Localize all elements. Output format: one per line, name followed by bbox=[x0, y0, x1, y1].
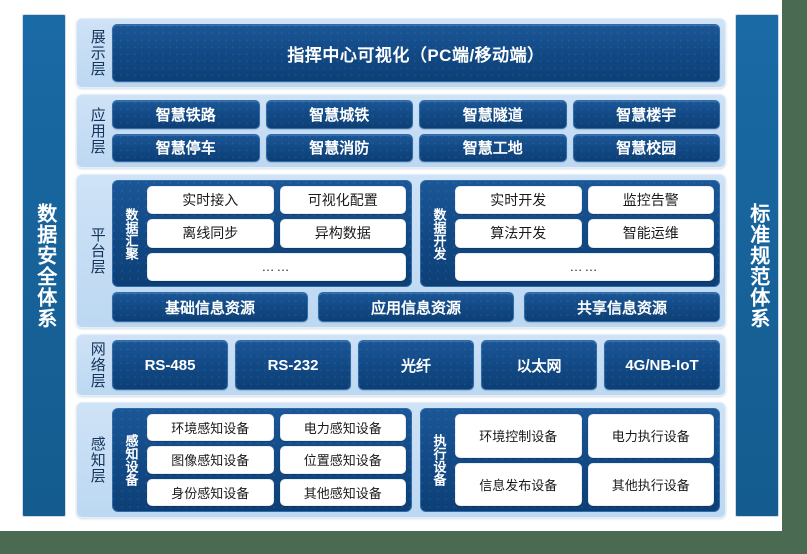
actuator-item-power-execution[interactable]: 电力执行设备 bbox=[587, 414, 714, 458]
layer-application-body: 智慧铁路 智慧城铁 智慧隧道 智慧楼宇 智慧停车 智慧消防 智慧工地 智慧校园 bbox=[112, 100, 720, 162]
development-item-monitoring-alarm[interactable]: 监控告警 bbox=[587, 186, 714, 215]
development-item-intelligent-ops[interactable]: 智能运维 bbox=[587, 219, 714, 248]
resource-item-application-information[interactable]: 应用信息资源 bbox=[318, 292, 514, 322]
actuator-row-1: 环境控制设备 电力执行设备 bbox=[455, 414, 714, 458]
perception-group-sensing-devices: 感知设备 环境感知设备 电力感知设备 图像感知设备 位置感知设备 bbox=[112, 408, 412, 512]
aggregation-item-realtime-ingest[interactable]: 实时接入 bbox=[147, 186, 274, 215]
aggregation-row-3: …… bbox=[147, 252, 406, 281]
aggregation-item-heterogeneous-data[interactable]: 异构数据 bbox=[279, 219, 406, 248]
application-item-smart-construction[interactable]: 智慧工地 bbox=[419, 133, 567, 162]
network-item-4g-nbiot[interactable]: 4G/NB-IoT bbox=[604, 340, 720, 390]
aggregation-row-2: 离线同步 异构数据 bbox=[147, 219, 406, 248]
presentation-item-command-center[interactable]: 指挥中心可视化（PC端/移动端） bbox=[112, 24, 720, 82]
layer-stack: 展示层 指挥中心可视化（PC端/移动端） 应用层 智慧铁路 智慧城铁 智慧隧道 … bbox=[76, 18, 726, 518]
layer-network-label: 网络层 bbox=[88, 341, 106, 389]
aggregation-item-more[interactable]: …… bbox=[147, 252, 406, 281]
sensing-row-3: 身份感知设备 其他感知设备 bbox=[147, 478, 406, 506]
development-item-more[interactable]: …… bbox=[455, 252, 714, 281]
perception-groups: 感知设备 环境感知设备 电力感知设备 图像感知设备 位置感知设备 bbox=[112, 408, 720, 512]
application-item-smart-firefighting[interactable]: 智慧消防 bbox=[265, 133, 413, 162]
layer-perception-label: 感知层 bbox=[88, 436, 106, 484]
pillar-data-security: 数据安全体系 bbox=[22, 14, 66, 517]
application-row-2: 智慧停车 智慧消防 智慧工地 智慧校园 bbox=[112, 133, 720, 162]
layer-presentation: 展示层 指挥中心可视化（PC端/移动端） bbox=[76, 18, 726, 88]
resource-item-basic-information[interactable]: 基础信息资源 bbox=[112, 292, 308, 322]
network-item-rs485[interactable]: RS-485 bbox=[112, 340, 228, 390]
application-item-smart-building[interactable]: 智慧楼宇 bbox=[572, 100, 720, 129]
aggregation-row-1: 实时接入 可视化配置 bbox=[147, 186, 406, 215]
layer-presentation-label: 展示层 bbox=[88, 29, 106, 77]
pillar-right-label: 标准规范体系 bbox=[746, 202, 769, 329]
application-item-smart-campus[interactable]: 智慧校园 bbox=[572, 133, 720, 162]
sensing-item-power[interactable]: 电力感知设备 bbox=[279, 414, 406, 442]
resource-item-shared-information[interactable]: 共享信息资源 bbox=[524, 292, 720, 322]
actuator-item-environment-control[interactable]: 环境控制设备 bbox=[455, 414, 582, 458]
actuator-row-2: 信息发布设备 其他执行设备 bbox=[455, 462, 714, 506]
layer-presentation-body: 指挥中心可视化（PC端/移动端） bbox=[112, 24, 720, 82]
layer-platform-label: 平台层 bbox=[88, 227, 106, 275]
sensing-item-image[interactable]: 图像感知设备 bbox=[147, 446, 274, 474]
platform-resources: 基础信息资源 应用信息资源 共享信息资源 bbox=[112, 292, 720, 322]
layer-application-label: 应用层 bbox=[88, 107, 106, 155]
layer-network-body: RS-485 RS-232 光纤 以太网 4G/NB-IoT bbox=[112, 340, 720, 390]
development-row-2: 算法开发 智能运维 bbox=[455, 219, 714, 248]
sensing-item-location[interactable]: 位置感知设备 bbox=[279, 446, 406, 474]
platform-group-data-aggregation: 数据汇聚 实时接入 可视化配置 离线同步 异构数据 …… bbox=[112, 180, 412, 287]
development-item-algorithm-development[interactable]: 算法开发 bbox=[455, 219, 582, 248]
platform-group-aggregation-cells: 实时接入 可视化配置 离线同步 异构数据 …… bbox=[147, 186, 406, 281]
network-row: RS-485 RS-232 光纤 以太网 4G/NB-IoT bbox=[112, 340, 720, 390]
layer-application: 应用层 智慧铁路 智慧城铁 智慧隧道 智慧楼宇 智慧停车 智慧消防 智慧工地 智… bbox=[76, 94, 726, 168]
pillar-standards: 标准规范体系 bbox=[735, 14, 779, 517]
layer-network: 网络层 RS-485 RS-232 光纤 以太网 4G/NB-IoT bbox=[76, 334, 726, 396]
platform-group-development-label: 数据开发 bbox=[431, 207, 447, 260]
sensing-row-2: 图像感知设备 位置感知设备 bbox=[147, 446, 406, 474]
network-item-rs232[interactable]: RS-232 bbox=[235, 340, 351, 390]
perception-group-actuator-cells: 环境控制设备 电力执行设备 信息发布设备 其他执行设备 bbox=[455, 414, 714, 506]
layer-perception: 感知层 感知设备 环境感知设备 电力感知设备 图像感知设备 位置感知设备 bbox=[76, 402, 726, 518]
layer-platform-body: 数据汇聚 实时接入 可视化配置 离线同步 异构数据 …… bbox=[112, 180, 720, 322]
aggregation-item-visual-config[interactable]: 可视化配置 bbox=[279, 186, 406, 215]
development-row-3: …… bbox=[455, 252, 714, 281]
perception-group-sensing-cells: 环境感知设备 电力感知设备 图像感知设备 位置感知设备 身份感知设备 其他感知设… bbox=[147, 414, 406, 506]
sensing-item-environment[interactable]: 环境感知设备 bbox=[147, 414, 274, 442]
sensing-item-other[interactable]: 其他感知设备 bbox=[279, 478, 406, 506]
actuator-item-information-release[interactable]: 信息发布设备 bbox=[455, 462, 582, 506]
development-row-1: 实时开发 监控告警 bbox=[455, 186, 714, 215]
perception-group-actuator-label: 执行设备 bbox=[431, 434, 447, 486]
application-item-smart-tunnel[interactable]: 智慧隧道 bbox=[419, 100, 567, 129]
platform-groups: 数据汇聚 实时接入 可视化配置 离线同步 异构数据 …… bbox=[112, 180, 720, 287]
platform-group-data-development: 数据开发 实时开发 监控告警 算法开发 智能运维 …… bbox=[420, 180, 720, 287]
application-item-smart-railway[interactable]: 智慧铁路 bbox=[112, 100, 260, 129]
application-item-smart-parking[interactable]: 智慧停车 bbox=[112, 133, 260, 162]
network-item-ethernet[interactable]: 以太网 bbox=[481, 340, 597, 390]
actuator-item-other[interactable]: 其他执行设备 bbox=[587, 462, 714, 506]
layer-perception-body: 感知设备 环境感知设备 电力感知设备 图像感知设备 位置感知设备 bbox=[112, 408, 720, 512]
development-item-realtime-development[interactable]: 实时开发 bbox=[455, 186, 582, 215]
aggregation-item-offline-sync[interactable]: 离线同步 bbox=[147, 219, 274, 248]
layer-platform: 平台层 数据汇聚 实时接入 可视化配置 离线同步 异构数据 bbox=[76, 174, 726, 328]
application-item-smart-metro[interactable]: 智慧城铁 bbox=[265, 100, 413, 129]
sensing-item-identity[interactable]: 身份感知设备 bbox=[147, 478, 274, 506]
perception-group-actuator-devices: 执行设备 环境控制设备 电力执行设备 信息发布设备 其他执行设备 bbox=[420, 408, 720, 512]
platform-group-aggregation-label: 数据汇聚 bbox=[123, 207, 139, 260]
application-row-1: 智慧铁路 智慧城铁 智慧隧道 智慧楼宇 bbox=[112, 100, 720, 129]
pillar-left-label: 数据安全体系 bbox=[33, 202, 56, 329]
network-item-fiber[interactable]: 光纤 bbox=[358, 340, 474, 390]
perception-group-sensing-label: 感知设备 bbox=[123, 434, 139, 486]
platform-group-development-cells: 实时开发 监控告警 算法开发 智能运维 …… bbox=[455, 186, 714, 281]
sensing-row-1: 环境感知设备 电力感知设备 bbox=[147, 414, 406, 442]
